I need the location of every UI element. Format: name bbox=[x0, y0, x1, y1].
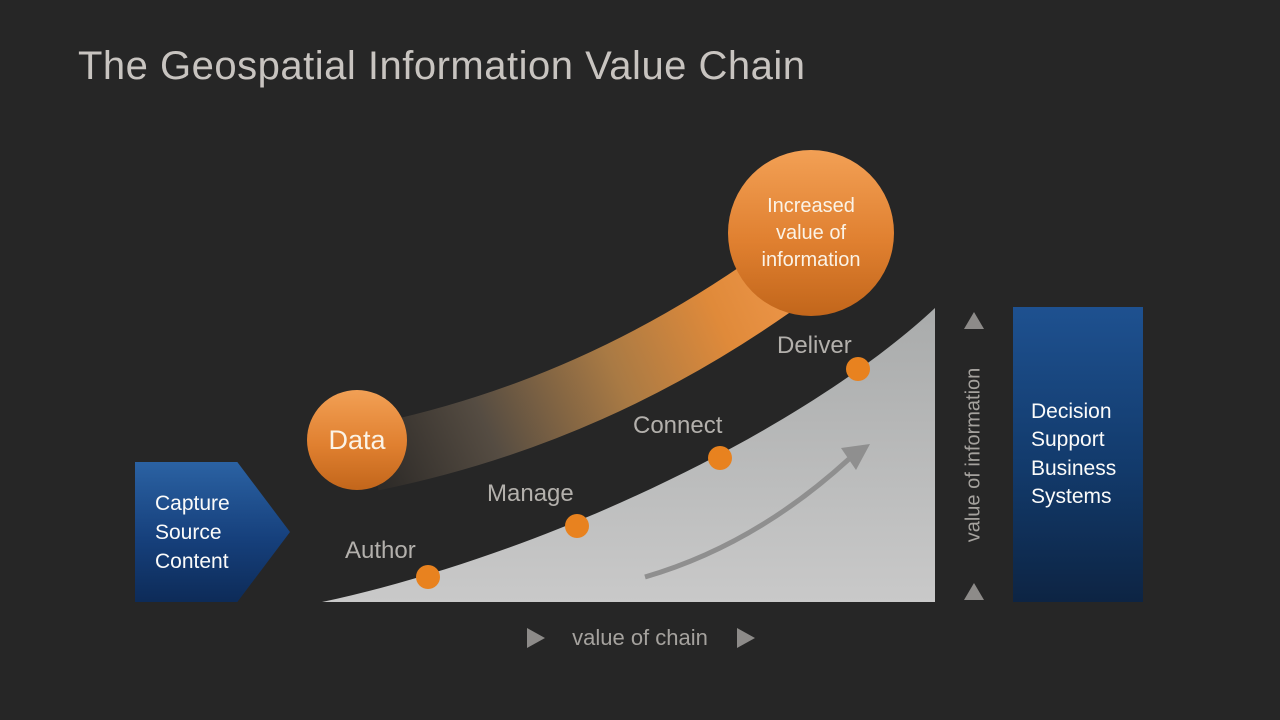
increased-value-node-label: Increased value of information bbox=[761, 194, 861, 271]
step-label-manage: Manage bbox=[487, 480, 574, 507]
capture-line-2: Source bbox=[155, 520, 222, 544]
step-dot-connect bbox=[708, 446, 732, 470]
x-axis-label: value of chain bbox=[572, 625, 708, 650]
decision-line-1: Decision bbox=[1031, 399, 1112, 423]
trend-arrow-head bbox=[841, 444, 870, 470]
step-dot-manage bbox=[565, 514, 589, 538]
capture-line-3: Content bbox=[155, 549, 229, 573]
slide-title: The Geospatial Information Value Chain bbox=[78, 44, 806, 88]
decision-line-4: Systems bbox=[1031, 485, 1112, 508]
growth-ramp-shape bbox=[322, 308, 935, 602]
data-node-label: Data bbox=[328, 424, 386, 455]
trend-arrow-shaft bbox=[644, 457, 851, 580]
y-axis-label: value of information bbox=[962, 367, 985, 543]
capture-line-1: Capture bbox=[155, 491, 230, 515]
x-axis-left-triangle-icon bbox=[527, 628, 545, 648]
step-label-author: Author bbox=[345, 537, 416, 564]
y-axis-bottom-triangle-icon bbox=[964, 583, 984, 600]
x-axis-right-triangle-icon bbox=[737, 628, 755, 648]
step-label-deliver: Deliver bbox=[777, 332, 852, 359]
y-axis-top-triangle-icon bbox=[964, 312, 984, 329]
decision-line-2: Support bbox=[1031, 428, 1105, 451]
data-node-circle: Data bbox=[307, 390, 407, 490]
step-dot-author bbox=[416, 565, 440, 589]
decision-line-3: Business bbox=[1031, 456, 1117, 480]
step-label-connect: Connect bbox=[633, 412, 723, 439]
increased-value-node-circle: Increased value of information bbox=[728, 150, 894, 316]
value-swoosh-band bbox=[365, 239, 818, 491]
decision-support-systems-box: Decision Support Business Systems bbox=[1013, 307, 1143, 602]
step-dot-deliver bbox=[846, 357, 870, 381]
